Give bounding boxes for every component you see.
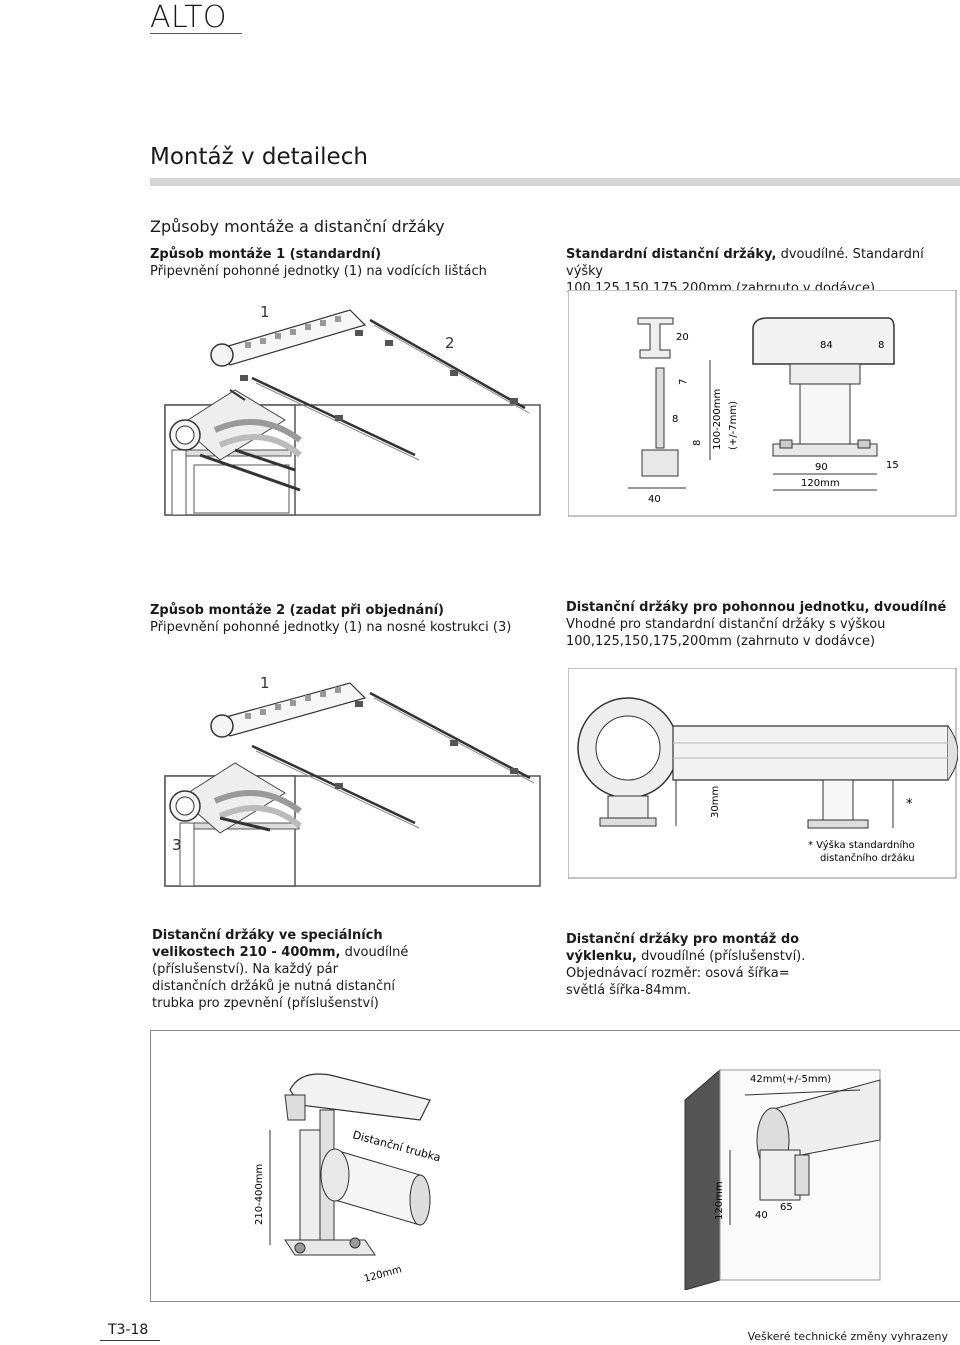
dim-7: 7 xyxy=(678,379,689,385)
note-line2: distančního držáku xyxy=(820,852,915,864)
dim-120mm-recess: 120mm xyxy=(714,1181,725,1220)
drive-holders-line1: Vhodné pro standardní distanční držáky s… xyxy=(566,617,886,632)
special-holders-line5: trubka pro zpevnění (příslušenství) xyxy=(152,996,379,1011)
drive-holders-block: Distanční držáky pro pohonnou jednotku, … xyxy=(566,599,946,650)
recess-holders-heading1: Distanční držáky pro montáž do xyxy=(566,932,800,947)
recess-holders-block: Distanční držáky pro montáž do výklenku,… xyxy=(566,931,805,999)
dim-30mm: 30mm xyxy=(710,786,721,818)
dim-8a: 8 xyxy=(672,414,678,425)
standard-holders-heading: Standardní distanční držáky, xyxy=(566,247,777,262)
dim-210-400: 210-400mm xyxy=(254,1164,265,1225)
callout-2: 2 xyxy=(445,334,455,352)
dim-tolerance: (+/-7mm) xyxy=(728,401,739,450)
drive-holders-line2: 100,125,150,175,200mm (zahrnuto v dodávc… xyxy=(566,634,876,649)
brand-underline xyxy=(150,33,242,34)
special-holders-line4: distančních držáků je nutná distanční xyxy=(152,979,395,994)
special-holders-heading1: Distanční držáky ve speciálních xyxy=(152,928,383,943)
dim-40-recess: 40 xyxy=(755,1210,768,1221)
recess-holder-drawing: 42mm(+/-5mm) 120mm 40 65 xyxy=(684,1068,881,1290)
note-line1: * Výška standardního xyxy=(808,839,915,851)
method1-heading: Způsob montáže 1 (standardní) xyxy=(150,247,382,262)
dim-40: 40 xyxy=(648,494,661,505)
callout-1: 1 xyxy=(260,303,270,321)
footer-rule xyxy=(100,1340,160,1341)
footer-note: Veškeré technické změny vyhrazeny xyxy=(747,1330,948,1343)
dim-90: 90 xyxy=(815,462,828,473)
recess-holders-heading2: výklenku, xyxy=(566,949,637,964)
section-divider xyxy=(150,178,960,186)
method1-block: Způsob montáže 1 (standardní) Připevnění… xyxy=(150,246,487,280)
special-holders-heading2: velikostech 210 - 400mm, xyxy=(152,945,341,960)
special-holders-block: Distanční držáky ve speciálních velikost… xyxy=(152,927,408,1012)
special-holders-line3: (příslušenství). Na každý pár xyxy=(152,962,338,977)
callout-3: 3 xyxy=(172,836,182,854)
method2-text: Připevnění pohonné jednotky (1) na nosné… xyxy=(150,620,512,635)
method2-illustration: 1 3 xyxy=(164,674,541,887)
subsection-title: Způsoby montáže a distanční držáky xyxy=(150,217,445,236)
dim-8b: 8 xyxy=(692,440,703,446)
recess-holders-line3: Objednávací rozměr: osová šířka= xyxy=(566,966,790,981)
dim-65: 65 xyxy=(780,1202,793,1213)
standard-holders-heading-rest: dvoudílné. Standardní výšky xyxy=(566,247,924,279)
special-holder-drawing: 210-400mm Distanční trubka 120mm xyxy=(254,1073,442,1285)
brand-title: ALTO xyxy=(150,0,228,35)
dim-height: 100-200mm xyxy=(712,389,723,450)
dim-15: 15 xyxy=(886,460,899,471)
dim-120-special: 120mm xyxy=(363,1264,403,1285)
dim-84: 84 xyxy=(820,340,833,351)
dim-8c: 8 xyxy=(878,340,884,351)
recess-holders-line2-rest: dvoudílné (příslušenství). xyxy=(636,949,806,964)
method2-block: Způsob montáže 2 (zadat při objednání) P… xyxy=(150,602,511,636)
method1-illustration: 1 2 xyxy=(164,303,541,516)
page-code: T3-18 xyxy=(108,1322,149,1338)
dim-42mm: 42mm(+/-5mm) xyxy=(750,1074,831,1085)
section-title: Montáž v detailech xyxy=(150,144,368,170)
recess-holders-line4: světlá šířka-84mm. xyxy=(566,983,691,998)
drive-holder-drawing: 30mm * * Výška standardního distančního … xyxy=(568,668,958,879)
callout-1b: 1 xyxy=(260,674,270,692)
height-asterisk: * xyxy=(906,797,913,812)
drive-holders-heading: Distanční držáky pro pohonnou jednotku, … xyxy=(566,600,947,615)
dim-20: 20 xyxy=(676,332,689,343)
standard-holder-drawing: 20 7 8 8 100-200mm (+/-7mm) 40 84 8 90 1… xyxy=(568,290,957,517)
dim-120: 120mm xyxy=(801,478,840,489)
method2-heading: Způsob montáže 2 (zadat při objednání) xyxy=(150,603,444,618)
method1-text: Připevnění pohonné jednotky (1) na vodíc… xyxy=(150,264,487,279)
special-holders-line2-rest: dvoudílné xyxy=(340,945,409,960)
